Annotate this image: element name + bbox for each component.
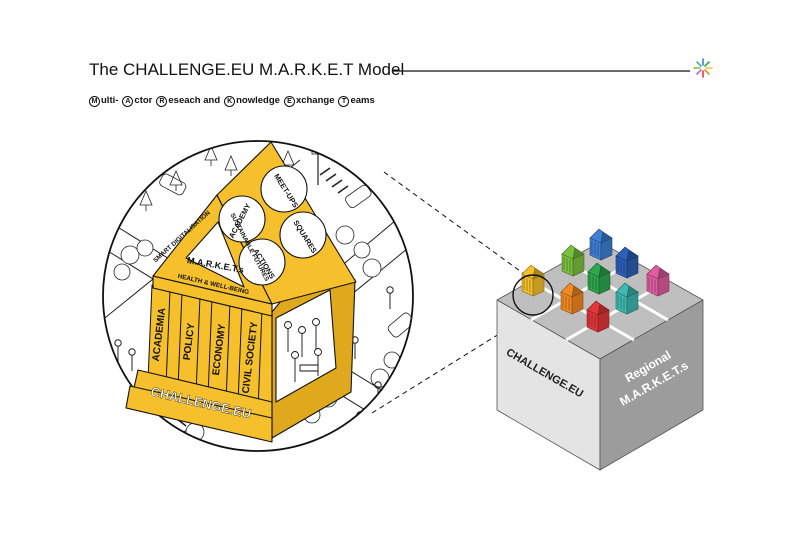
house-face bbox=[532, 267, 545, 280]
regional-house bbox=[615, 282, 639, 315]
regional-house bbox=[521, 264, 545, 297]
acronym-initial: M bbox=[89, 96, 100, 107]
regional-house bbox=[586, 300, 610, 333]
page-title: The CHALLENGE.EU M.A.R.K.E.T Model bbox=[89, 60, 405, 79]
house-face bbox=[572, 247, 585, 260]
acronym-initial: R bbox=[156, 96, 168, 107]
highlight-circle bbox=[512, 274, 554, 316]
house-face bbox=[571, 285, 584, 298]
regional-house bbox=[587, 262, 611, 295]
market-building bbox=[125, 141, 357, 443]
house-face bbox=[626, 285, 639, 298]
regional-houses bbox=[521, 228, 670, 333]
house-face bbox=[597, 303, 610, 316]
regional-house bbox=[589, 228, 613, 261]
house-face bbox=[626, 249, 639, 262]
spark-logo-icon bbox=[693, 58, 713, 78]
regional-house bbox=[561, 244, 585, 277]
regional-house bbox=[560, 282, 584, 315]
acronym-initial: A bbox=[122, 96, 134, 107]
house-face bbox=[657, 267, 670, 280]
acronym-initial: K bbox=[224, 96, 236, 107]
house-face bbox=[598, 265, 611, 278]
acronym-initial: T bbox=[338, 96, 350, 107]
regional-house bbox=[646, 264, 670, 297]
zoom-connector-top bbox=[383, 171, 532, 280]
regional-house bbox=[615, 246, 639, 279]
acronym-initial: E bbox=[283, 96, 295, 107]
house-face bbox=[600, 231, 613, 244]
pillar-policy: POLICY bbox=[182, 322, 197, 361]
